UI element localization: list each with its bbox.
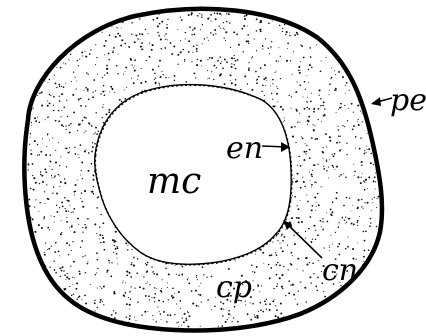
label-mc: mc <box>147 161 201 202</box>
pe-arrowhead <box>371 97 381 106</box>
label-cn: cn <box>322 253 358 288</box>
label-cp: cp <box>216 270 252 305</box>
en-arrowhead <box>281 142 290 152</box>
endosteum-edge <box>95 84 293 266</box>
label-pe: pe <box>390 83 426 118</box>
label-en: en <box>226 131 263 166</box>
cn-leader-line <box>284 221 323 259</box>
medullary-cavity <box>94 83 292 265</box>
periosteum-outline <box>22 6 385 333</box>
cn-arrowhead <box>283 220 292 230</box>
